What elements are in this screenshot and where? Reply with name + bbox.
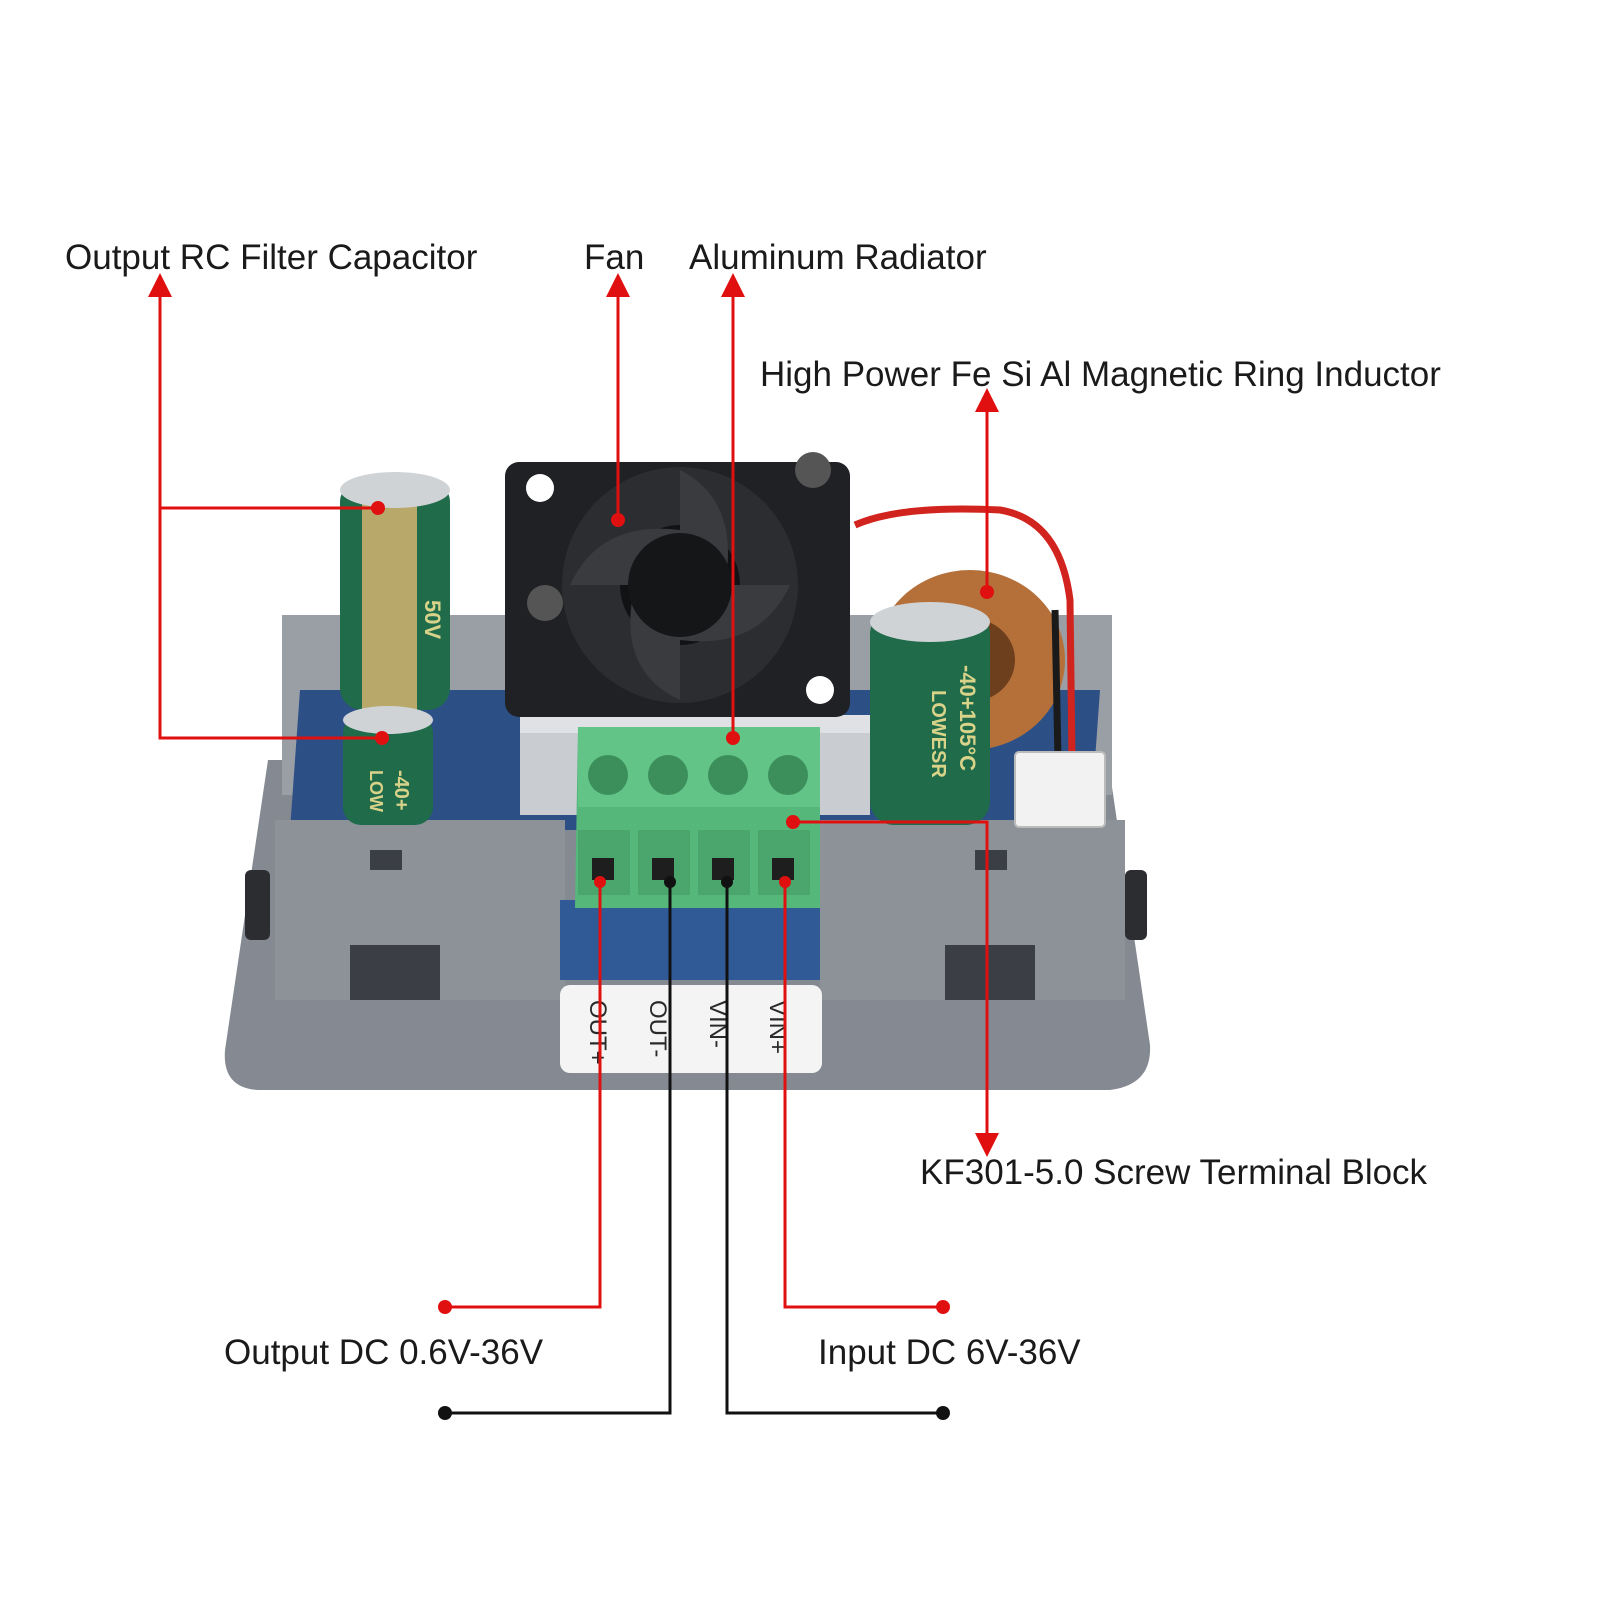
right-capacitor-temp: -40+105°C bbox=[955, 665, 980, 771]
aluminum-radiator-label: Aluminum Radiator bbox=[689, 238, 987, 277]
case-right-panel bbox=[820, 820, 1125, 1000]
input-minus-pin-dot bbox=[721, 876, 733, 888]
input-plus-dot bbox=[936, 1300, 950, 1314]
case-slot bbox=[370, 850, 402, 870]
pin-label-vin-plus: VIN+ bbox=[764, 1000, 791, 1054]
inductor-marker-dot bbox=[980, 585, 994, 599]
output-plus-pin-dot bbox=[594, 876, 606, 888]
pin-label-out-plus: OUT+ bbox=[584, 1000, 611, 1065]
input-plus-pin-dot bbox=[779, 876, 791, 888]
terminal-block-label: KF301-5.0 Screw Terminal Block bbox=[920, 1153, 1428, 1192]
case-clip bbox=[1125, 870, 1147, 940]
capacitor-marker-dot bbox=[375, 731, 389, 745]
output-minus-pin-dot bbox=[664, 876, 676, 888]
output-minus-wire bbox=[445, 882, 672, 1415]
pin-label-sticker bbox=[560, 985, 822, 1073]
capacitor-marker-dot bbox=[371, 501, 385, 515]
terminal-marker-dot bbox=[786, 815, 800, 829]
input-minus-dot bbox=[936, 1406, 950, 1420]
capacitor-leader-line bbox=[148, 273, 380, 740]
fan bbox=[505, 452, 850, 717]
terminal-leader-line bbox=[793, 820, 999, 1157]
large-capacitor: 50V bbox=[340, 472, 450, 710]
fan-marker-dot bbox=[611, 513, 625, 527]
large-capacitor-print: 50V bbox=[420, 600, 445, 639]
input-plus-wire bbox=[783, 882, 943, 1309]
small-capacitor: -40+ LOW bbox=[343, 706, 433, 825]
case-slot bbox=[350, 945, 440, 1000]
case-clip bbox=[245, 870, 270, 940]
radiator-marker-dot bbox=[726, 731, 740, 745]
pcb-lower bbox=[560, 900, 820, 980]
right-capacitor: -40+105°C LOWESR bbox=[870, 602, 990, 825]
case-left-panel bbox=[275, 820, 565, 1000]
output-plus-wire bbox=[445, 882, 602, 1309]
input-minus-wire bbox=[725, 882, 943, 1415]
small-capacitor-brand: LOW bbox=[366, 770, 386, 812]
output-minus-dot bbox=[438, 1406, 452, 1420]
fan-wire-black bbox=[1051, 609, 1062, 761]
input-range-label: Input DC 6V-36V bbox=[818, 1333, 1081, 1372]
output-plus-dot bbox=[438, 1300, 452, 1314]
case-slot bbox=[945, 945, 1035, 1000]
case-slot bbox=[975, 850, 1007, 870]
fan-connector bbox=[1014, 751, 1106, 828]
output-range-label: Output DC 0.6V-36V bbox=[224, 1333, 544, 1372]
output-rc-filter-capacitor-label: Output RC Filter Capacitor bbox=[65, 238, 478, 277]
small-capacitor-print: -40+ bbox=[390, 770, 412, 811]
inductor-label: High Power Fe Si Al Magnetic Ring Induct… bbox=[760, 355, 1441, 394]
fan-label: Fan bbox=[584, 238, 645, 277]
fan-wire-red bbox=[853, 505, 1076, 761]
pin-label-out-minus: OUT- bbox=[644, 1000, 671, 1057]
right-capacitor-brand: LOWESR bbox=[927, 690, 949, 778]
